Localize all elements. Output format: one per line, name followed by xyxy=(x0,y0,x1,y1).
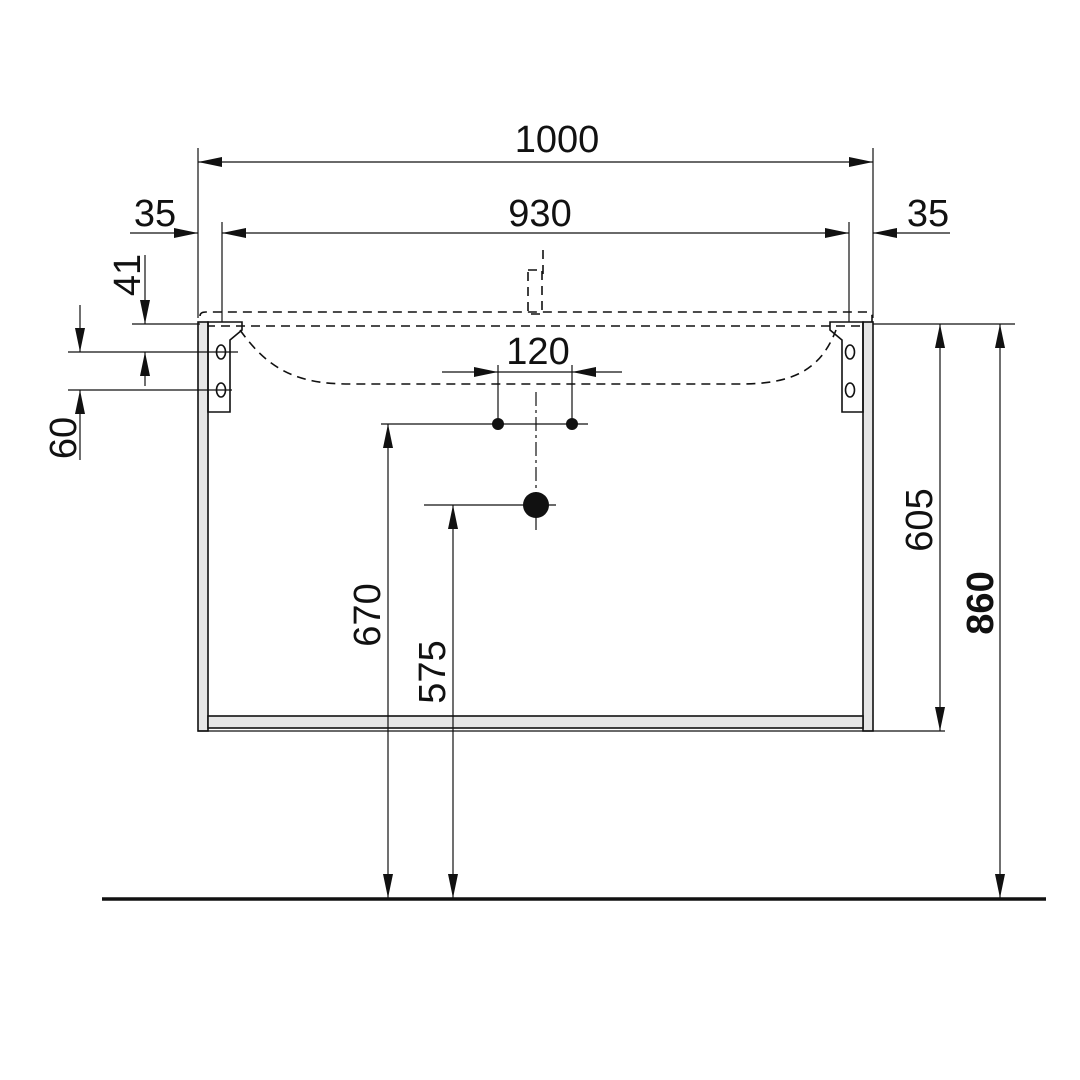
dimension-label-left-offset: 35 xyxy=(134,193,176,235)
washbasin-outline xyxy=(199,250,873,385)
left-bracket xyxy=(207,321,243,413)
dimension-right-offset: 35 xyxy=(873,193,950,238)
dimension-label-top-height: 860 xyxy=(960,571,1002,634)
dimension-inner-width: 930 xyxy=(221,193,850,322)
cabinet-right-side xyxy=(862,321,874,732)
dimension-label-tap-spacing: 120 xyxy=(506,331,569,373)
dimension-cabinet-height: 605 xyxy=(873,323,1015,732)
cabinet-bottom-rail xyxy=(207,715,864,729)
dimension-label-bracket-top: 41 xyxy=(107,254,149,296)
dimension-bracket-top: 41 xyxy=(107,254,200,386)
tap-hole-right-icon xyxy=(566,418,578,430)
dimension-label-drain-height: 575 xyxy=(412,640,454,703)
dimension-label-right-offset: 35 xyxy=(907,193,949,235)
drain-hole-icon xyxy=(523,492,549,518)
right-bracket-hole-lower-icon xyxy=(844,382,856,398)
cabinet-left-side xyxy=(197,321,209,732)
dimension-label-inner-width: 930 xyxy=(508,193,571,235)
dimension-top-height: 860 xyxy=(960,324,1005,898)
dimension-drain-height: 575 xyxy=(412,505,458,898)
dimension-label-tap-holes-height: 670 xyxy=(347,583,389,646)
dimension-tap-holes-height: 670 xyxy=(347,424,393,898)
dimension-label-total-width: 1000 xyxy=(515,119,600,161)
dimension-total-width: 1000 xyxy=(197,119,874,318)
dimension-bracket-spacing: 60 xyxy=(43,305,238,460)
dimension-label-bracket-spacing: 60 xyxy=(43,417,85,459)
tap-holes: 120 xyxy=(381,331,622,530)
vanity-cabinet xyxy=(197,321,874,732)
right-bracket xyxy=(829,321,864,413)
dimension-left-offset: 35 xyxy=(130,193,198,238)
right-bracket-hole-upper-icon xyxy=(844,344,856,360)
dimension-label-cabinet-height: 605 xyxy=(899,488,941,551)
tap-hole-left-icon xyxy=(492,418,504,430)
drain xyxy=(424,492,556,518)
